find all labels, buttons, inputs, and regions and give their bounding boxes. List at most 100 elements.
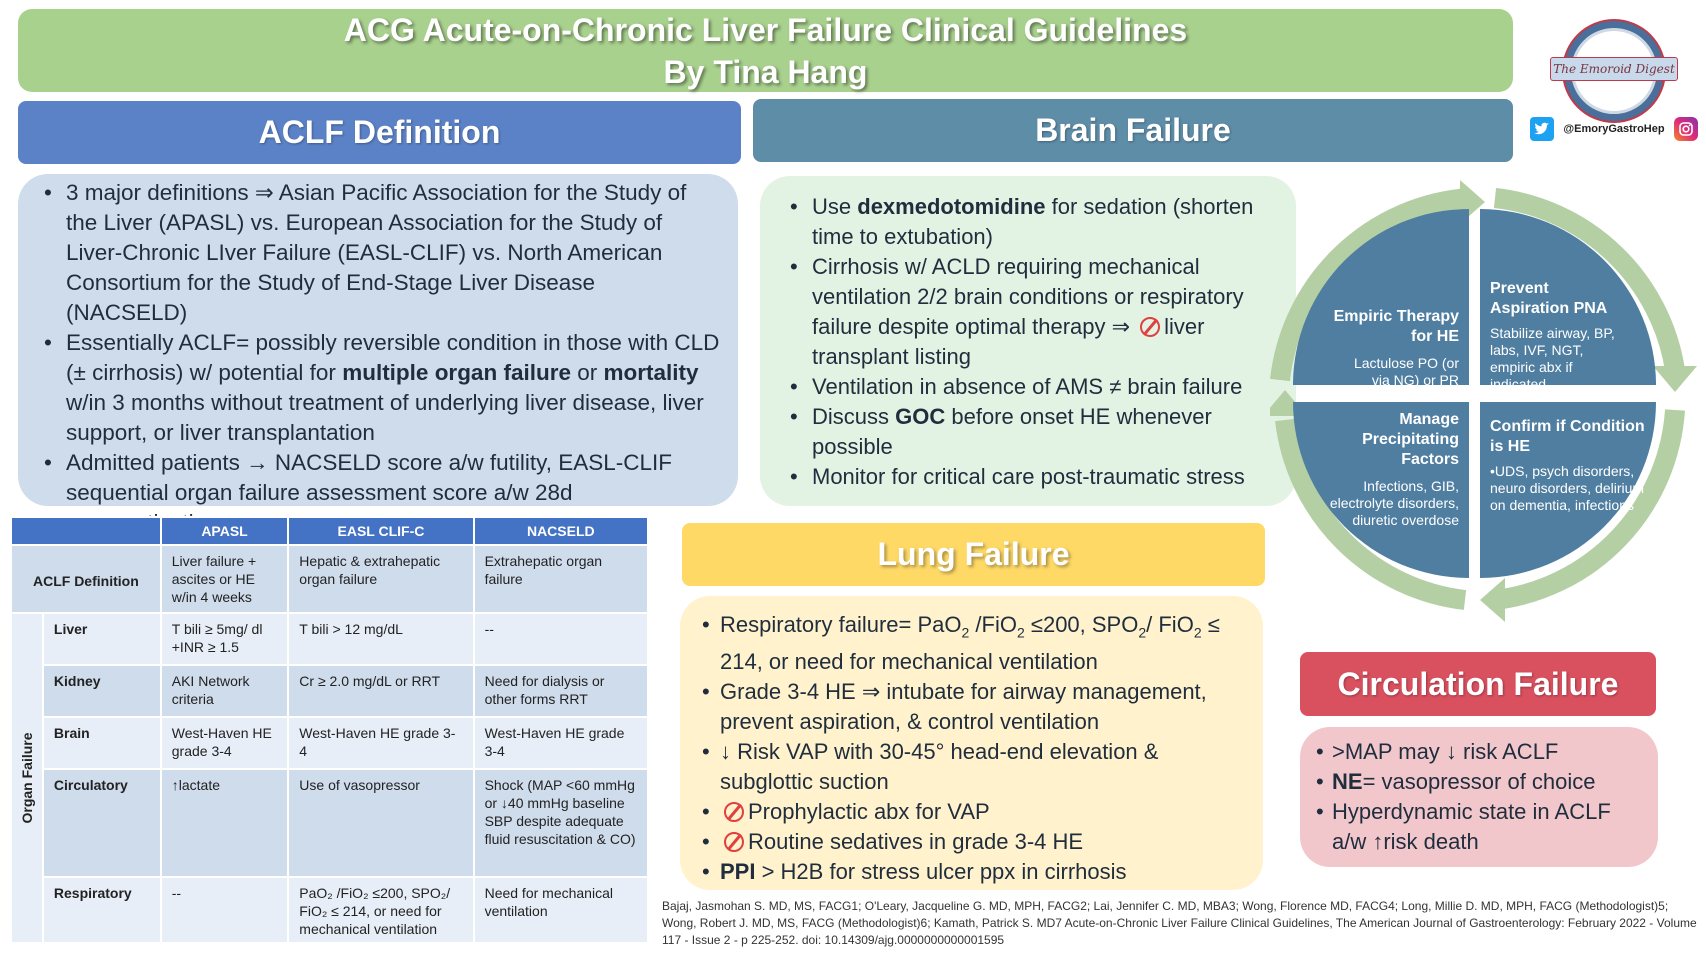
social-handle[interactable]: @EmoryGastroHep bbox=[1563, 123, 1665, 135]
circulation-failure-heading: Circulation Failure bbox=[1300, 652, 1656, 716]
bullet-text: Admitted patients → NACSELD score a/w fu… bbox=[66, 450, 673, 535]
prohibited-icon bbox=[1140, 317, 1161, 337]
subscript: 2 bbox=[961, 624, 970, 641]
row-label: Liver bbox=[41, 612, 162, 666]
bullet-item: Routine sedatives in grade 3-4 HE bbox=[702, 827, 1253, 857]
bold-text: dexmedotomidine bbox=[857, 194, 1046, 219]
logo-ribbon: The Emoroid Digest bbox=[1550, 57, 1678, 81]
quadrant-text: Infections, GIB, electrolyte disorders, … bbox=[1329, 478, 1459, 528]
bullet-text: = vasopressor of choice bbox=[1362, 769, 1596, 794]
bullet-text: Grade 3-4 HE ⇒ intubate for airway manag… bbox=[720, 679, 1207, 735]
twitter-icon[interactable] bbox=[1530, 117, 1554, 141]
aclf-bullet-list: 3 major definitions ⇒ Asian Pacific Asso… bbox=[40, 178, 720, 538]
table-cell: West-Haven HE grade 3-4 bbox=[472, 716, 650, 770]
page-subtitle: By Tina Hang bbox=[663, 53, 868, 90]
bullet-text: w/in 3 months without treatment of under… bbox=[66, 390, 704, 445]
social-handles: @EmoryGastroHep bbox=[1530, 115, 1698, 143]
criteria-table: APASL EASL CLIF-C NACSELD ACLF Definitio… bbox=[10, 516, 650, 944]
table-row-brain: Brain West-Haven HE grade 3-4 West-Haven… bbox=[11, 716, 650, 770]
table-cell: -- bbox=[159, 876, 290, 944]
bullet-text: Hyperdynamic state in ACLF a/w ↑risk dea… bbox=[1332, 799, 1611, 854]
bullet-text: > H2B for stress ulcer ppx in cirrhosis bbox=[755, 859, 1127, 885]
table-header-row: APASL EASL CLIF-C NACSELD bbox=[10, 516, 650, 546]
table-cell: Extrahepatic organ failure bbox=[472, 544, 650, 614]
circulation-failure-panel: >MAP may ↓ risk ACLF NE= vasopressor of c… bbox=[1300, 727, 1658, 867]
bullet-text: ≤ 214, or need for mechanical ventilatio… bbox=[720, 612, 1220, 675]
bullet-text: Use bbox=[812, 194, 858, 219]
subscript: 2 bbox=[1193, 624, 1202, 641]
table-row-kidney: Kidney AKI Network criteria Cr ≥ 2.0 mg/… bbox=[11, 664, 650, 718]
bullet-text: Essentially ACLF= possibly reversible co… bbox=[66, 330, 720, 385]
quadrant-text: •UDS, psych disorders, neuro disorders, … bbox=[1490, 463, 1645, 513]
organ-failure-label-cell: Organ Failure bbox=[10, 612, 44, 944]
bullet-item: Essentially ACLF= possibly reversible co… bbox=[40, 328, 720, 448]
bullet-text: >MAP may ↓ risk ACLF bbox=[1332, 739, 1559, 764]
bullet-text: / FiO bbox=[1146, 612, 1194, 637]
bold-text: PPI bbox=[720, 859, 756, 885]
bullet-text: /FiO bbox=[969, 612, 1017, 637]
table-row-liver: Organ Failure Liver T bili ≥ 5mg/ dl +IN… bbox=[10, 612, 650, 944]
bullet-text: before onset HE whenever possible bbox=[812, 404, 1212, 459]
row-label: Circulatory bbox=[41, 768, 162, 878]
bullet-text: Monitor for critical care post-traumatic… bbox=[812, 464, 1245, 489]
bold-text: multiple organ failure bbox=[342, 360, 571, 385]
title-banner: ACG Acute-on-Chronic Liver Failure Clini… bbox=[18, 9, 1513, 92]
bullet-item: Monitor for critical care post-traumatic… bbox=[786, 462, 1288, 492]
brain-bullet-list: Use dexmedotomidine for sedation (shorte… bbox=[786, 192, 1288, 492]
bullet-text: Ventilation in absence of AMS ≠ brain fa… bbox=[812, 374, 1243, 399]
bullet-text: Cirrhosis w/ ACLD requiring mechanical v… bbox=[812, 254, 1244, 339]
bullet-text: ↓ Risk VAP with 30-45° head-end elevatio… bbox=[720, 739, 1159, 795]
cycle-quadrant-prevent-aspiration: Prevent Aspiration PNA Stabilize airway,… bbox=[1480, 209, 1656, 392]
row-label: Respiratory bbox=[41, 876, 162, 944]
table-cell: PaO₂ /FiO₂ ≤200, SPO₂/ FiO₂ ≤ 214, or ne… bbox=[287, 876, 475, 944]
bullet-item: Admitted patients → NACSELD score a/w fu… bbox=[40, 448, 720, 538]
page-title: ACG Acute-on-Chronic Liver Failure Clini… bbox=[343, 11, 1188, 48]
instagram-icon[interactable] bbox=[1673, 117, 1698, 141]
table-cell: T bili > 12 mg/dL bbox=[287, 612, 475, 666]
prohibited-icon bbox=[724, 802, 744, 823]
bullet-text: or bbox=[570, 360, 604, 385]
bullet-text: Discuss bbox=[812, 404, 896, 429]
bullet-text: 3 major definitions ⇒ Asian Pacific Asso… bbox=[66, 180, 687, 325]
quadrant-text: Lactulose PO (or via NG) or PR bbox=[1353, 355, 1459, 388]
subscript: 2 bbox=[1138, 624, 1147, 641]
quadrant-title: Empiric Therapy for HE bbox=[1333, 308, 1459, 345]
table-cell: Liver failure + ascites or HE w/in 4 wee… bbox=[159, 544, 290, 614]
table-row-definition: ACLF Definition Liver failure + ascites … bbox=[10, 544, 650, 614]
quadrant-title: Manage Precipitating Factors bbox=[1362, 411, 1459, 468]
he-management-cycle: Empiric Therapy for HE Lactulose PO (or … bbox=[1270, 180, 1700, 630]
bullet-item: Hyperdynamic state in ACLF a/w ↑risk dea… bbox=[1316, 797, 1650, 857]
table-cell: Need for mechanical ventilation bbox=[472, 876, 650, 944]
bullet-item: Cirrhosis w/ ACLD requiring mechanical v… bbox=[786, 252, 1288, 372]
bullet-item: NE= vasopressor of choice bbox=[1316, 767, 1650, 797]
table-cell: T bili ≥ 5mg/ dl +INR ≥ 1.5 bbox=[159, 612, 290, 666]
table-cell: -- bbox=[472, 612, 650, 666]
table-cell: AKI Network criteria bbox=[159, 664, 290, 718]
table-cell: West-Haven HE grade 3-4 bbox=[159, 716, 290, 770]
lung-bullet-list: Respiratory failure= PaO2 /FiO2 ≤200, SP… bbox=[702, 610, 1253, 887]
table-cell: Need for dialysis or other forms RRT bbox=[472, 664, 650, 718]
table-cell: Cr ≥ 2.0 mg/dL or RRT bbox=[287, 664, 475, 718]
bold-text: mortality bbox=[603, 360, 699, 385]
bullet-item: Grade 3-4 HE ⇒ intubate for airway manag… bbox=[702, 677, 1253, 737]
circ-bullet-list: >MAP may ↓ risk ACLF NE= vasopressor of c… bbox=[1316, 737, 1650, 857]
cycle-arrow-ring bbox=[1270, 180, 1697, 622]
organ-failure-label: Organ Failure bbox=[18, 732, 35, 824]
bullet-item: Prophylactic abx for VAP bbox=[702, 797, 1253, 827]
bullet-item: PPI > H2B for stress ulcer ppx in cirrho… bbox=[702, 857, 1253, 887]
brain-failure-panel: Use dexmedotomidine for sedation (shorte… bbox=[760, 176, 1296, 506]
prohibited-icon bbox=[724, 832, 744, 853]
quadrant-title: Prevent Aspiration PNA bbox=[1490, 280, 1608, 317]
lung-failure-panel: Respiratory failure= PaO2 /FiO2 ≤200, SP… bbox=[680, 596, 1263, 890]
bullet-text: Prophylactic abx for VAP bbox=[748, 799, 990, 825]
aclf-criteria-table: APASL EASL CLIF-C NACSELD ACLF Definitio… bbox=[10, 516, 650, 950]
bullet-text: liver transplant listing bbox=[812, 314, 1205, 369]
column-header-apasl: APASL bbox=[159, 516, 290, 546]
bullet-text: ≤200, SPO bbox=[1024, 612, 1139, 637]
bullet-item: Use dexmedotomidine for sedation (shorte… bbox=[786, 192, 1288, 252]
bullet-item: >MAP may ↓ risk ACLF bbox=[1316, 737, 1650, 767]
bold-text: GOC bbox=[895, 404, 946, 429]
bullet-item: Discuss GOC before onset HE whenever pos… bbox=[786, 402, 1288, 462]
bullet-item: 3 major definitions ⇒ Asian Pacific Asso… bbox=[40, 178, 720, 328]
table-cell: Shock (MAP <60 mmHg or ↓40 mmHg baseline… bbox=[472, 768, 650, 878]
